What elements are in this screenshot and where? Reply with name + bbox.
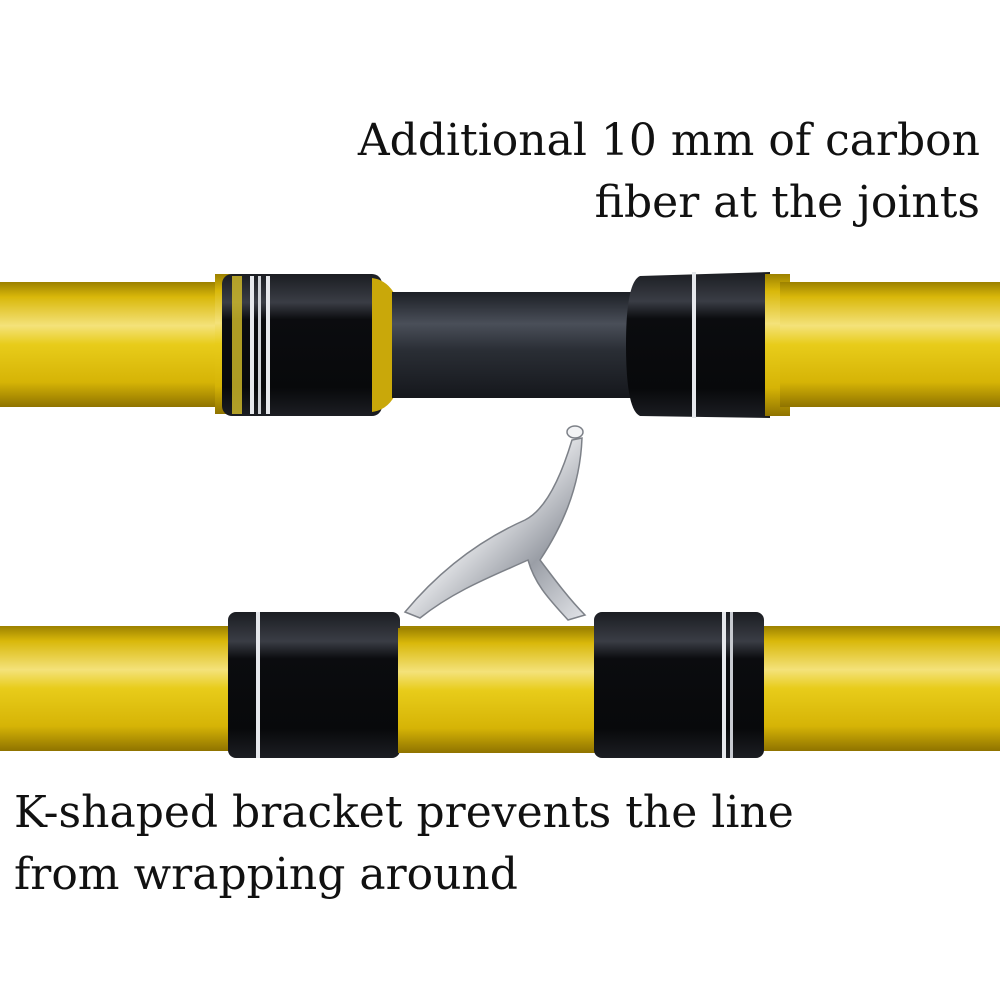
- bottom-right-grip: [594, 612, 764, 758]
- bottom-rod-guide: [0, 425, 1000, 758]
- caption-bottom-line2: from wrapping around: [14, 849, 518, 900]
- top-rod-left-section: [0, 282, 240, 407]
- top-right-grip: [626, 272, 770, 418]
- bottom-left-grip: [228, 612, 400, 758]
- caption-top-line2: fiber at the joints: [594, 177, 980, 228]
- caption-carbon-fiber: Additional 10 mm of carbon fiber at the …: [358, 110, 980, 234]
- caption-k-bracket: K-shaped bracket prevents the line from …: [14, 782, 794, 906]
- carbon-fiber-section: [392, 292, 642, 398]
- top-left-grip: [222, 274, 382, 416]
- top-rod-right-section: [780, 282, 1000, 407]
- top-rod-joint: [0, 272, 1000, 418]
- caption-top-line1: Additional 10 mm of carbon: [357, 115, 980, 166]
- k-bracket-guide: [403, 437, 587, 621]
- caption-bottom-line1: K-shaped bracket prevents the line: [14, 787, 794, 838]
